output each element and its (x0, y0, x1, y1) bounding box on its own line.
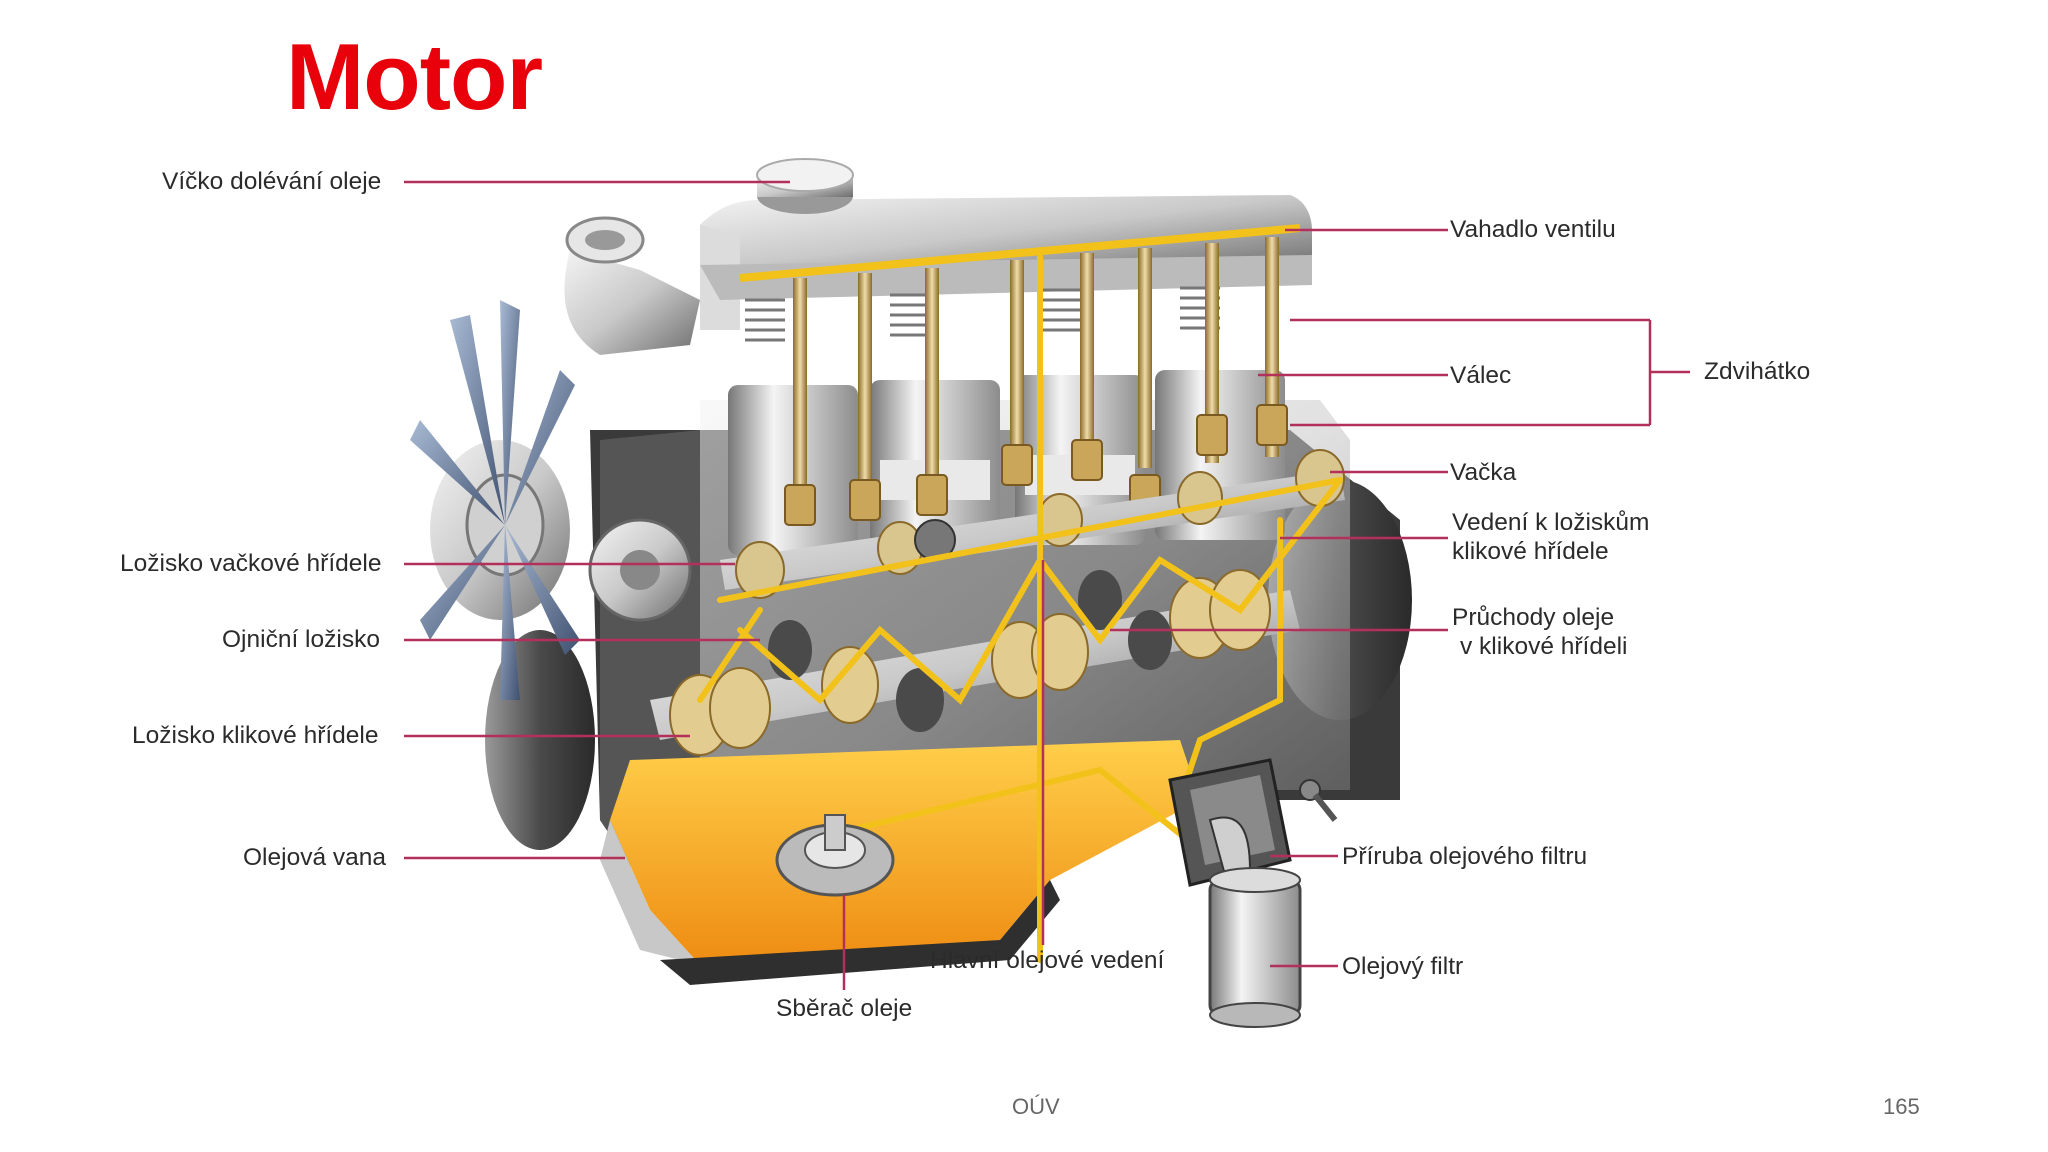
label-oil-pan: Olejová vana (243, 844, 387, 871)
oil-passages (697, 247, 1343, 963)
label-rocker-arm: Vahadlo ventilu (1450, 216, 1616, 243)
label-oil-filler-cap: Víčko dolévání oleje (162, 168, 382, 195)
page-number: 165 (1883, 1094, 1920, 1119)
valve-springs (745, 286, 1220, 342)
fan-assembly (410, 300, 692, 850)
label-cylinder: Válec (1450, 362, 1512, 389)
label-crankshaft-bearing: Ložisko klikové hřídele (132, 722, 379, 749)
oil-filler-cap-shape (756, 158, 854, 214)
crankshaft (650, 569, 1300, 756)
label-crank-oil-passages-2: v klikové hřídeli (1460, 633, 1628, 660)
label-crank-bearing-feed-2: klikové hřídele (1452, 538, 1609, 565)
oil-pan-shape (600, 740, 1200, 985)
footer-center: OÚV (1012, 1094, 1060, 1119)
label-main-oil-gallery: Hlavní olejové vedení (930, 947, 1165, 974)
label-oil-pickup: Sběrač oleje (776, 995, 913, 1022)
label-conrod-bearing: Ojniční ložisko (222, 626, 380, 653)
slide-title: Motor (286, 24, 543, 129)
label-cam: Vačka (1450, 459, 1517, 486)
label-camshaft-bearing: Ložisko vačkové hřídele (120, 550, 382, 577)
label-crank-oil-passages-1: Průchody oleje (1452, 604, 1615, 631)
label-oil-filter: Olejový filtr (1342, 953, 1464, 980)
intake-neck (564, 216, 700, 355)
push-rods (793, 237, 1279, 498)
oil-pickup-shape (775, 814, 895, 897)
label-crank-bearing-feed-1: Vedení k ložiskům (1452, 509, 1650, 536)
tappets (784, 404, 1288, 526)
leader-lines (404, 180, 1690, 990)
label-oil-filter-flange: Příruba olejového filtru (1342, 843, 1588, 870)
label-tappet: Zdvihátko (1704, 358, 1811, 385)
oil-filter-shape (1168, 758, 1338, 1028)
